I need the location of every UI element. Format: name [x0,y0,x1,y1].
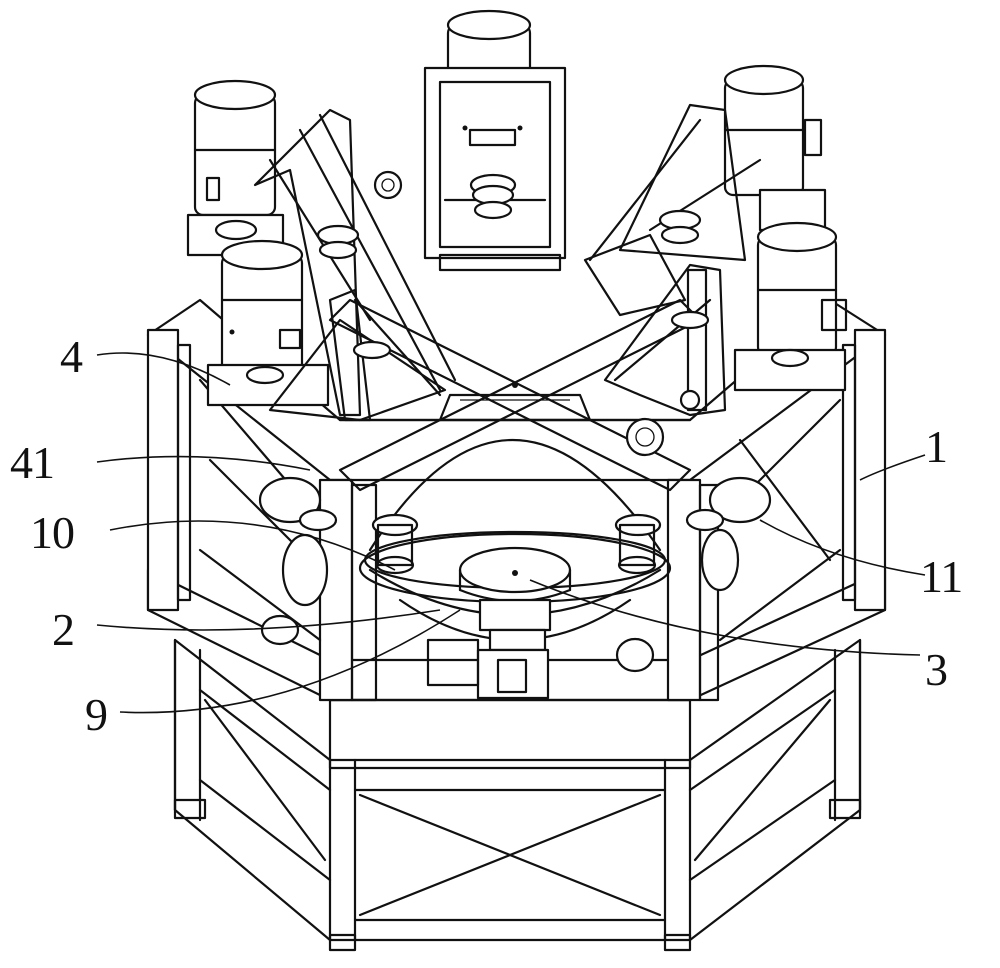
label-41: 41 [10,437,54,488]
cross-beams [328,298,702,492]
leader-lines [96,352,926,714]
center-hub [426,546,572,700]
label-1: 1 [925,421,947,472]
upper-frame [146,298,887,770]
label-9: 9 [85,689,107,740]
base-frame [173,638,862,952]
label-2: 2 [52,604,74,655]
motor-front-right [603,221,848,457]
motor-back [423,9,567,272]
motor-back-right [583,64,827,317]
motor-back-left [186,79,457,417]
label-10: 10 [30,507,74,558]
label-3: 3 [925,644,947,695]
label-4: 4 [60,331,83,382]
rollers [258,476,772,673]
label-11: 11 [920,551,962,602]
part-labels: 4 41 10 2 9 1 11 3 [10,331,963,740]
motor-front-left [206,239,447,422]
